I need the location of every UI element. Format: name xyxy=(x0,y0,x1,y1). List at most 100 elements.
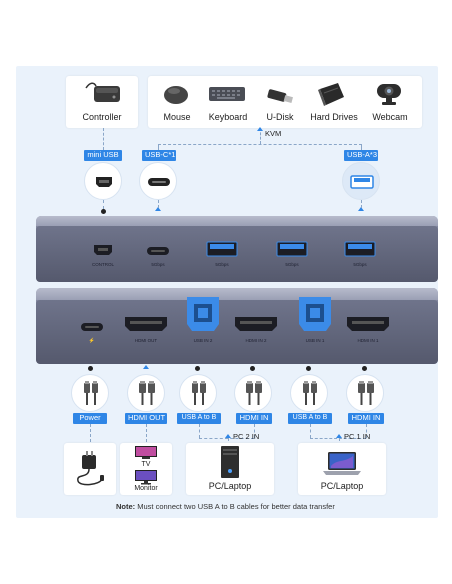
tv-icon xyxy=(135,446,157,459)
hdmi-in-2-pill: HDMI IN xyxy=(236,413,272,424)
usb-1-drop xyxy=(310,424,311,438)
hdmi-1-drop xyxy=(366,424,367,438)
pc1-card: PC/Laptop xyxy=(298,443,386,495)
webcam-icon xyxy=(377,84,401,105)
rear-usb-in-1-label: USB IN 1 xyxy=(305,338,325,343)
hdmi-out-arrow-marker xyxy=(143,365,149,369)
hdmi-2-drop xyxy=(254,424,255,438)
controller-card: Controller xyxy=(66,76,138,128)
power-cable-circle xyxy=(71,374,109,412)
front-usb-a-port-3 xyxy=(344,241,376,257)
mini-usb-port-icon xyxy=(96,177,112,187)
controller-icon xyxy=(85,82,120,102)
mouse-label: Mouse xyxy=(163,112,191,122)
usb-a-pill: USB-A*3 xyxy=(344,150,378,161)
usb-ab-cable-icon xyxy=(303,381,317,405)
usb-c-port-circle xyxy=(139,162,177,200)
pc1-label: PC 1 IN xyxy=(344,432,371,441)
usb-c-cable-icon xyxy=(84,381,98,405)
rear-usb-in-2-label: USB IN 2 xyxy=(193,338,213,343)
rear-usb-in-1-port xyxy=(299,297,331,331)
usb-1-dot xyxy=(306,366,311,371)
webcam-label: Webcam xyxy=(372,112,408,122)
front-usb-a-3-speed: 5Gbps xyxy=(353,262,367,267)
kvm-rear-panel: ⚡ HDMI OUT USB IN 2 HDMI IN 2 USB IN 1 xyxy=(36,288,438,364)
hdmi-out-drop xyxy=(146,424,147,442)
rear-hdmi-in-1-label: HDMI IN 1 xyxy=(357,338,379,343)
power-pill: Power xyxy=(73,413,107,424)
usb-c-port-icon xyxy=(148,178,170,186)
hard-drive-icon xyxy=(318,83,344,106)
keyboard-icon xyxy=(209,87,245,101)
pc2-label: PC 2 IN xyxy=(233,432,260,441)
usb-ab-2-pill: USB A to B xyxy=(177,413,221,424)
hdmi-cable-icon xyxy=(358,381,374,405)
usb-ab-1-pill: USB A to B xyxy=(288,413,332,424)
hdmi-out-pill: HDMI OUT xyxy=(125,413,167,424)
rear-power-port xyxy=(81,323,103,331)
tv-label: TV xyxy=(141,461,151,468)
usb-c-drop xyxy=(158,200,159,208)
power-dot xyxy=(88,366,93,371)
note-body: Must connect two USB A to B cables for b… xyxy=(135,502,335,511)
front-usb-c-speed: 5Gbps xyxy=(151,262,165,267)
mini-usb-port-circle xyxy=(84,162,122,200)
udisk-icon xyxy=(267,89,293,104)
usb-c-stem xyxy=(158,144,159,150)
rear-hdmi-in-2-port xyxy=(235,317,277,331)
hdmi-1-dot xyxy=(362,366,367,371)
usb-2-drop xyxy=(199,424,200,438)
display-card: TV Monitor xyxy=(120,443,172,495)
pc1-arrow xyxy=(336,434,342,438)
hdmi-in-1-pill: HDMI IN xyxy=(348,413,384,424)
usb-a-port-circle xyxy=(342,162,380,200)
monitor-label: Monitor xyxy=(134,485,158,492)
usb-a-drop xyxy=(361,200,362,208)
hdmi-in-2-cable-circle xyxy=(234,374,272,412)
usb-c-pill: USB-C*1 xyxy=(142,150,176,161)
rear-power-symbol: ⚡ xyxy=(88,338,96,344)
desktop-pc-icon xyxy=(221,446,239,478)
hdmi-cable-icon xyxy=(139,381,155,405)
pc1-stem xyxy=(339,438,340,446)
laptop-icon xyxy=(323,452,361,475)
kvm-front-panel: CONTROL 5Gbps 5Gbps 5Gbps 5Gbps xyxy=(36,216,438,282)
front-usb-a-1-speed: 5Gbps xyxy=(215,262,229,267)
front-usb-c-port xyxy=(147,247,169,255)
hdmi-2-dot xyxy=(250,366,255,371)
kvm-bracket-line xyxy=(158,144,362,145)
usb-c-arrow xyxy=(155,207,161,211)
usb-ab-cable-icon xyxy=(192,381,206,405)
mini-usb-pill: mini USB xyxy=(84,150,122,161)
note-prefix: Note: xyxy=(116,502,136,511)
front-usb-a-port-2 xyxy=(276,241,308,257)
controller-line xyxy=(103,128,104,150)
mini-usb-dot xyxy=(101,209,106,214)
pc2-card: PC/Laptop xyxy=(186,443,274,495)
power-adapter-icon xyxy=(77,451,104,486)
usb-2-dot xyxy=(195,366,200,371)
kvm-arrow xyxy=(257,127,263,131)
front-usb-a-2-speed: 5Gbps xyxy=(285,262,299,267)
controller-label: Controller xyxy=(82,112,122,122)
kvm-label: KVM xyxy=(265,129,282,138)
usb-a-port-icon xyxy=(350,175,374,189)
pc1-device-label: PC/Laptop xyxy=(320,481,364,491)
usb-a-stem xyxy=(361,144,362,150)
rear-hdmi-out-port xyxy=(125,317,167,331)
hdmi-in-1-cable-circle xyxy=(346,374,384,412)
pc2-stem xyxy=(228,438,229,446)
monitor-icon xyxy=(135,470,157,485)
pc2-arrow xyxy=(225,434,231,438)
pc2-device-label: PC/Laptop xyxy=(208,481,252,491)
hdmi-cable-icon xyxy=(246,381,262,405)
peripherals-card: Mouse Keyboard U-Disk Hard Drives xyxy=(148,76,422,128)
mini-usb-drop xyxy=(103,200,104,209)
mouse-icon xyxy=(164,86,188,104)
front-control-label: CONTROL xyxy=(91,262,114,267)
usb-ab-2-cable-circle xyxy=(179,374,217,412)
note-text: Note: Must connect two USB A to B cables… xyxy=(116,502,335,511)
front-usb-a-port-1 xyxy=(206,241,238,257)
usb-a-arrow xyxy=(358,207,364,211)
hdmi-out-cable-circle xyxy=(127,374,165,412)
